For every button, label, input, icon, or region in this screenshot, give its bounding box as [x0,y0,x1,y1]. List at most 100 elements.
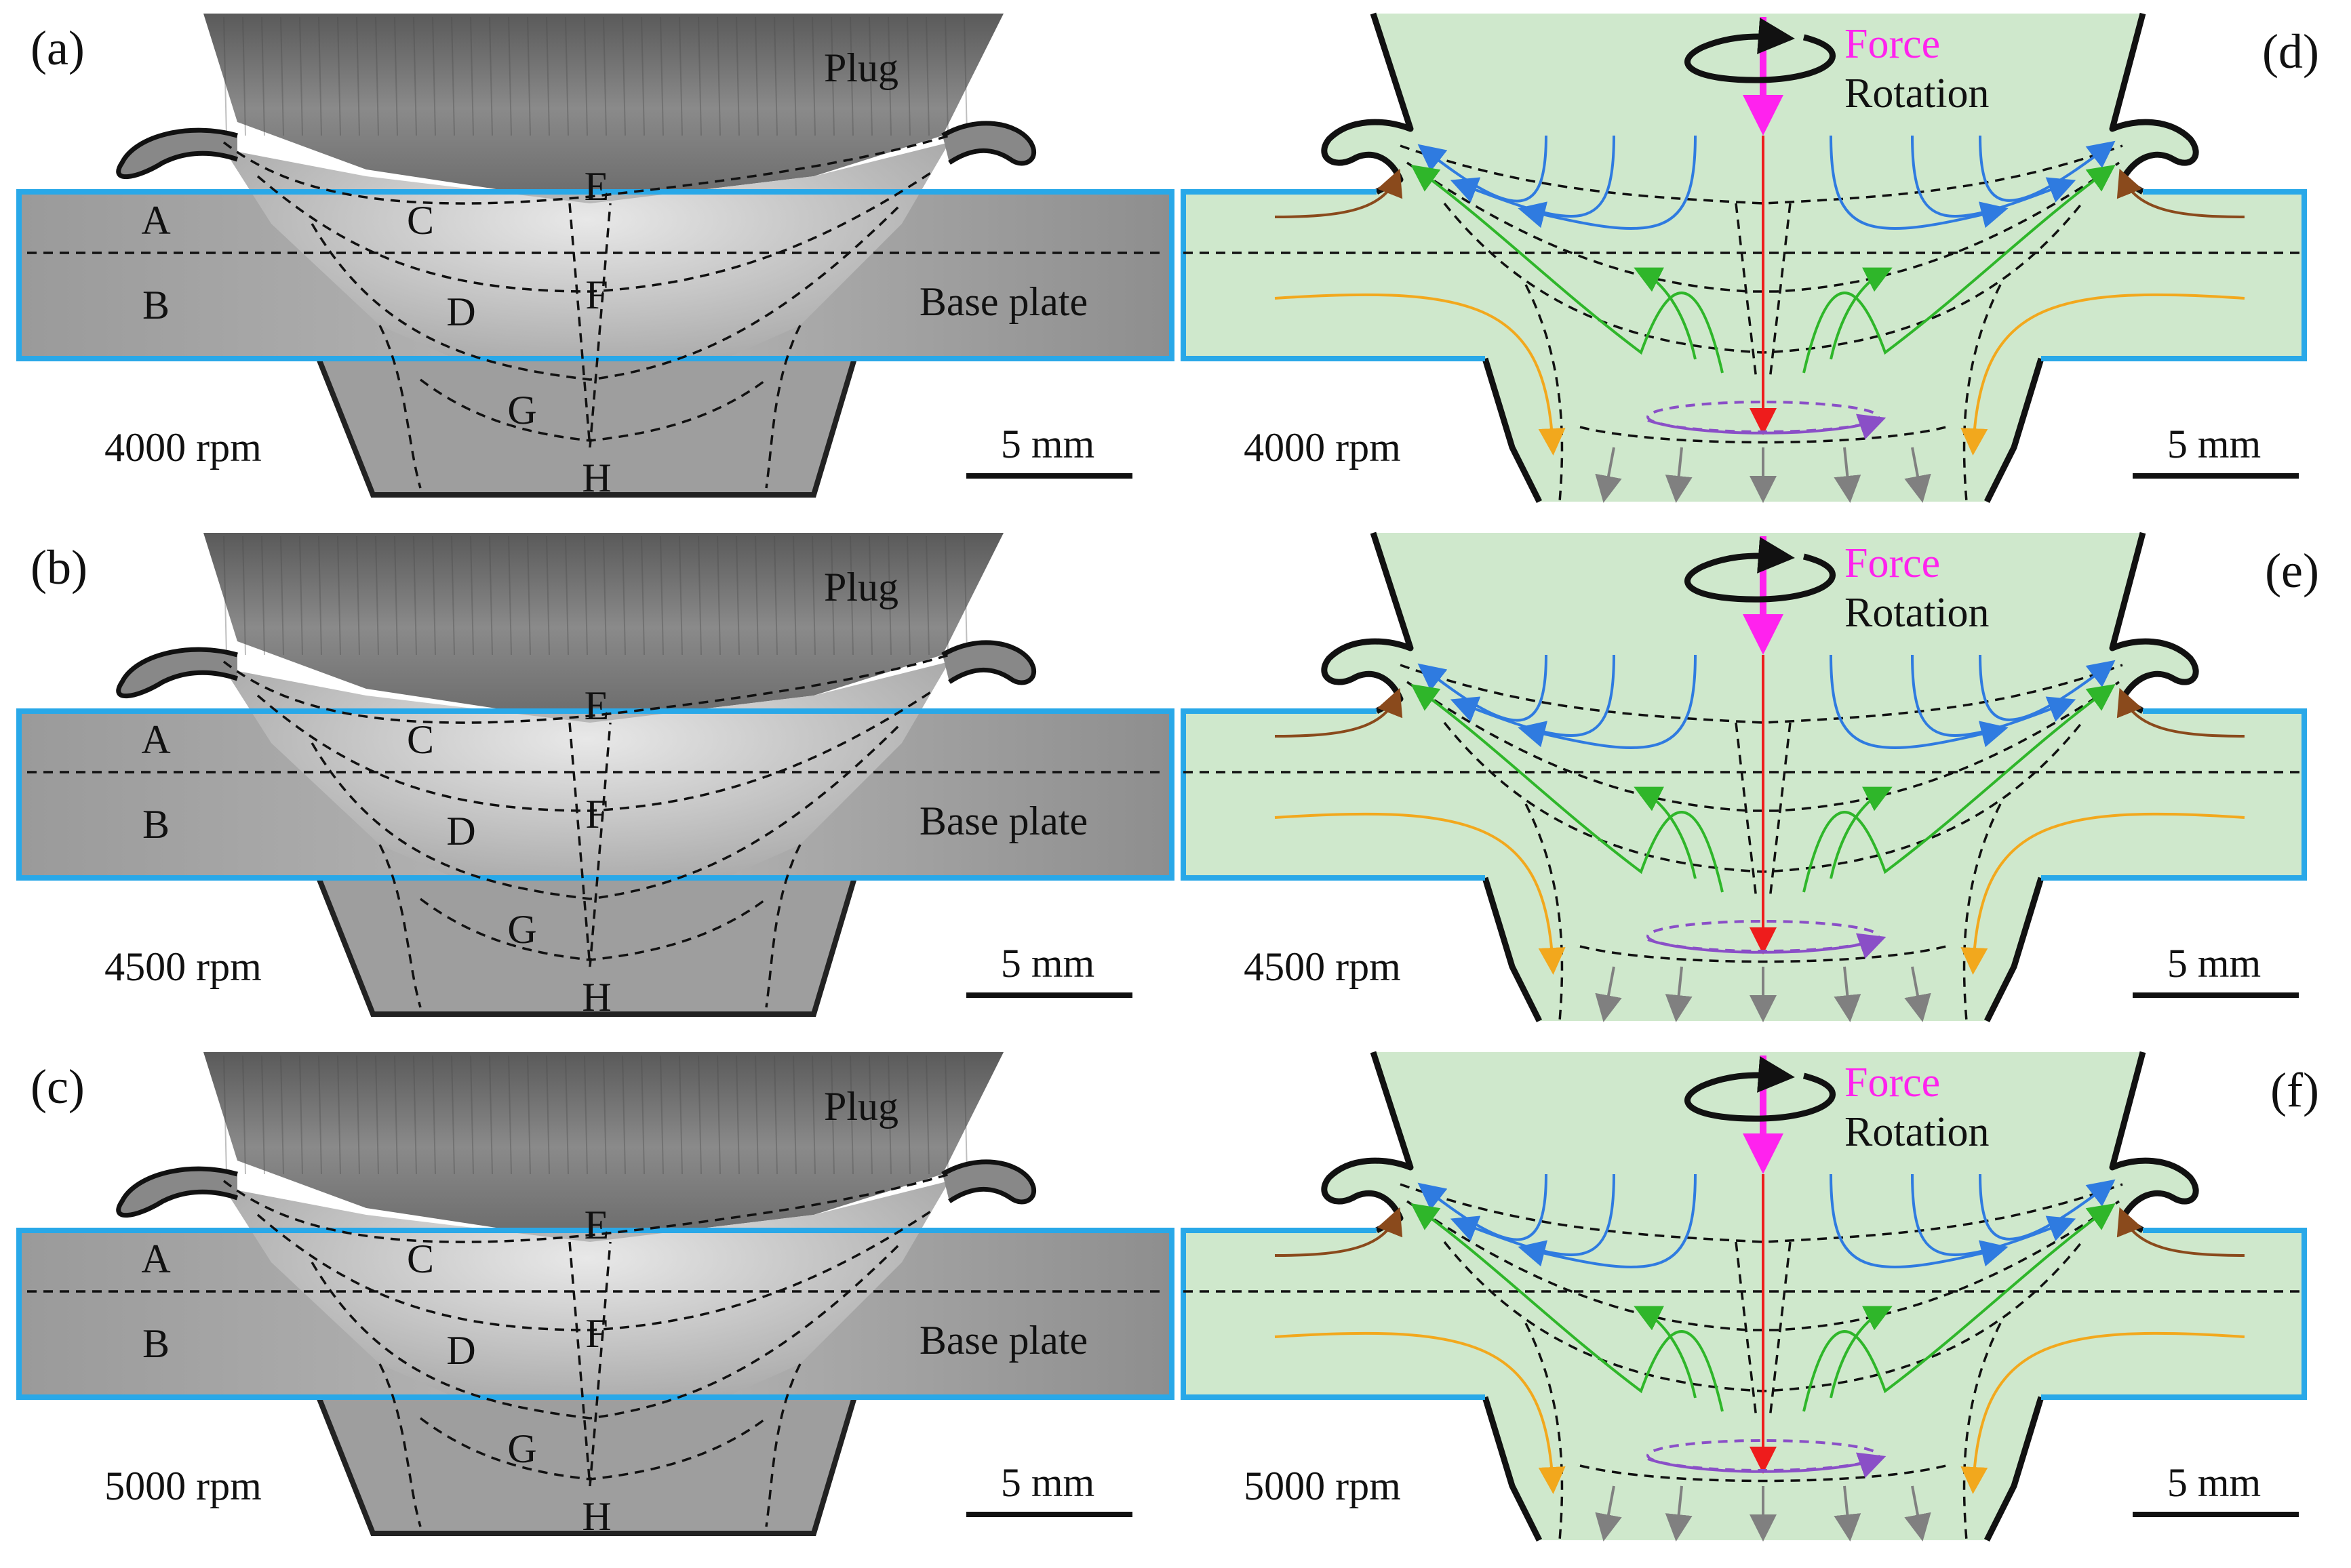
plug-texture-line [888,16,892,136]
zone-label-g: G [507,388,536,433]
flow-brown-right [2116,1207,2245,1257]
flow-purple-arrow [1647,933,1886,959]
zone-label-c: C [407,198,434,243]
flow-blue-left-1 [1450,135,1615,218]
centre-v [568,722,612,967]
plug-texture-line [812,1055,816,1175]
zone-label-c: C [407,1237,434,1281]
flow-blue-left-1 [1450,1173,1615,1256]
plug-texture-line [736,536,740,656]
plug-texture-line [337,536,341,656]
flash-curl-right [941,640,1037,685]
plug-texture-line [584,16,588,136]
centre-v [568,1241,612,1487]
plug-texture-line [299,16,303,136]
boundary-low [311,1241,903,1420]
side-right [765,325,802,489]
flash-curl-right [941,121,1037,166]
plug-label: Plug [824,565,898,609]
zone-label-f: F [585,1311,608,1356]
plug-texture-line [622,16,626,136]
plug-texture-line [679,16,683,136]
plug-texture-line [736,16,740,136]
flow-gray-4 [1904,966,1931,1022]
base-plate-label: Base plate [920,279,1088,324]
outline-right-bottom [1983,357,2044,504]
boundary-top [1400,664,2123,724]
scale-bar-label: 5 mm [1001,422,1094,466]
plug-texture-line [356,536,360,656]
plug-texture-line [451,1055,455,1175]
plug-texture-line [451,16,455,136]
force-label: Force [1844,540,1940,586]
zone-label-a: A [141,198,170,243]
boundary-top [222,134,950,205]
outline-left-bottom [1482,877,1543,1023]
flow-green-left [1410,1203,1724,1412]
flow-green-left-inner [1634,786,1697,879]
panel-label-a: (a) [31,21,85,75]
flow-blue-right-1 [1911,654,2076,737]
zone-label-a: A [141,717,170,762]
base-plate-label: Base plate [920,1318,1088,1363]
rpm-label-d: 4000 rpm [1244,425,1401,470]
plug-texture-line [413,1055,417,1175]
plug-texture-line [812,16,816,136]
weld-zone-bright [224,1181,949,1439]
plug-texture-line [793,1055,797,1175]
outline-left-top [1321,1051,1414,1234]
plug-texture-line [280,1055,284,1175]
outline-right-top [2109,1051,2199,1233]
boundary-mid [1406,1200,2120,1331]
flow-blue-left-2 [1518,1173,1697,1269]
plug-texture-line [679,1055,683,1175]
plug-texture-line [394,16,398,136]
rpm-label-b: 4500 rpm [104,944,262,989]
plug-texture-line [432,16,436,136]
flow-brown-right [2116,168,2245,218]
plug-texture-line [717,16,721,136]
flow-blue-left-0 [1417,135,1547,203]
plug-texture-line [945,536,949,656]
schematic-body [1183,1052,2304,1540]
plug-texture-line [489,536,493,656]
zone-label-e: E [585,1203,610,1247]
zone-label-b: B [142,802,170,847]
plug-texture-line [223,1055,227,1175]
plug-texture-line [489,1055,493,1175]
plug-texture-line [261,16,265,136]
boundary-low [311,721,903,900]
flow-blue-right-0 [1979,1173,2116,1241]
panel-label-c: (c) [31,1060,85,1114]
plug-texture-line [964,536,968,656]
outline-left-top [1321,531,1414,715]
rotation-label: Rotation [1844,590,1990,636]
plug-texture-line [432,1055,436,1175]
zone-label-d: D [446,289,475,334]
side-left [378,325,422,489]
plug-texture-line [261,1055,265,1175]
side-left [378,1363,422,1527]
lower-region [319,359,854,495]
plug-texture-line [565,536,569,656]
lower-region [319,878,854,1014]
flow-gray-3 [1834,447,1861,503]
flow-blue-right-1 [1911,135,2076,218]
flow-gray-4 [1904,1485,1931,1542]
boundary-low [311,202,903,381]
flow-blue-right-0 [1979,654,2116,721]
flow-green-right-inner [1830,786,1893,879]
plug-texture-line [698,536,702,656]
rpm-label-c: 5000 rpm [104,1464,262,1508]
plug-texture-line [413,536,417,656]
plug-texture-line [850,536,854,656]
plug-texture-line [698,1055,702,1175]
flow-green-right-inner [1830,267,1893,360]
flow-orange-left [1274,1331,1566,1494]
plug-texture-line [907,1055,911,1175]
flow-green-left-inner [1634,267,1697,360]
centre-v [1735,722,1792,900]
